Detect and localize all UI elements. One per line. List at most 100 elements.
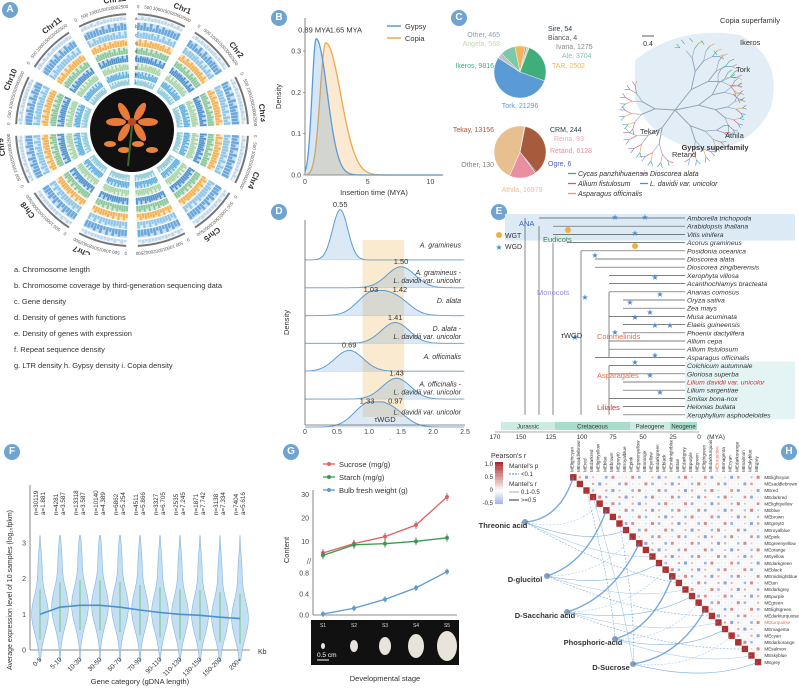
track-bar (39, 99, 45, 104)
track-bar (43, 70, 50, 76)
track-bar (151, 28, 156, 33)
species-label: Phoenix dactylifera (687, 330, 745, 337)
track-bar (172, 183, 179, 191)
track-bar (172, 148, 176, 151)
track-bar (64, 159, 72, 165)
module-row-label: MEblack (764, 567, 782, 572)
track-bar (197, 60, 204, 67)
heatmap-square (704, 489, 707, 492)
species-label: Colchicum autumnale (687, 363, 753, 370)
track-bar (175, 169, 183, 176)
track-bar (45, 154, 53, 159)
heatmap-square (677, 568, 681, 571)
tree-branch (724, 132, 729, 138)
species-label: Vitis vinifera (687, 232, 724, 239)
heatmap-cell (602, 506, 610, 514)
n-label: n=30119 (33, 490, 40, 515)
chromosome-tick-label: 500 (251, 142, 257, 151)
y-tick-label: 3 (22, 540, 26, 547)
series-point (414, 539, 418, 544)
track-bar (57, 198, 62, 204)
heatmap-square (683, 574, 688, 578)
heatmap-square (756, 535, 760, 539)
track-bar (216, 164, 224, 170)
track-bar (159, 217, 164, 224)
track-bar (121, 221, 125, 226)
heatmap-square (637, 502, 641, 506)
track-bar (160, 27, 166, 35)
track-bar (193, 47, 199, 53)
track-bar (36, 151, 44, 156)
track-bar (231, 81, 237, 86)
heatmap-cell (609, 513, 617, 521)
track-bar (35, 82, 43, 88)
track-bar (50, 134, 57, 137)
track-bar (50, 114, 58, 118)
module-col-label: MEblue (602, 456, 607, 472)
track-bar (137, 174, 140, 181)
heatmap-square (670, 568, 674, 572)
ks-density-line (305, 290, 464, 317)
track-bar (137, 221, 140, 229)
track-bar (70, 109, 75, 113)
tree-branch (621, 103, 626, 109)
track-bar (56, 65, 63, 72)
heatmap-square (697, 482, 701, 486)
track-bar (101, 164, 105, 168)
track-bar (56, 201, 64, 209)
tree-branch (733, 129, 736, 135)
track-bar (168, 67, 175, 74)
track-bar (175, 140, 181, 143)
track-bar (74, 59, 80, 66)
track-bar (175, 180, 182, 188)
track-bar (214, 55, 219, 60)
track-bar (161, 224, 165, 230)
track-bar (191, 138, 199, 142)
track-bar (177, 168, 181, 172)
track-bar (77, 80, 83, 85)
track-bar (78, 176, 84, 183)
track-bar (81, 135, 88, 138)
track-bar (206, 113, 212, 117)
track-bar (152, 202, 156, 210)
track-bar (191, 136, 196, 139)
wgd-star-icon: ★ (641, 213, 648, 222)
track-bar (136, 31, 140, 39)
track-bar (78, 196, 83, 201)
track-bar (60, 147, 67, 152)
track-bar (113, 187, 117, 195)
chromosome-tick-label: 1000 (43, 216, 54, 227)
heatmap-square (677, 548, 681, 552)
track-bar (113, 23, 118, 32)
track-bar (21, 108, 25, 112)
track-label: A. gramineus (419, 242, 462, 249)
track-bar (86, 192, 91, 199)
track-bar (95, 161, 101, 166)
track-bar (66, 99, 71, 103)
chromosome-tick-label: 1000 (249, 150, 256, 161)
track-bar (156, 167, 161, 173)
track-bar (181, 175, 188, 181)
tree-branch (689, 125, 696, 141)
track-bar (26, 150, 35, 155)
track-bar (197, 216, 202, 221)
mantel-link (524, 477, 574, 523)
track-bar (87, 91, 93, 97)
track-bar (99, 235, 104, 240)
track-bar (67, 111, 75, 115)
track-bar (59, 63, 65, 69)
colorbar-segment (495, 481, 503, 484)
track-bar (215, 117, 220, 121)
tree-branch (661, 109, 676, 129)
lily-bud (132, 141, 144, 147)
x-tick-label: 0 (303, 179, 307, 186)
chromosome-tick-label: 1000 (164, 244, 176, 252)
track-bar (60, 180, 66, 185)
track-bar (114, 81, 118, 88)
track-bar (193, 99, 198, 103)
tree-branch (694, 60, 704, 72)
tree-branch (626, 85, 631, 90)
chromosome-band (78, 232, 127, 247)
tree-branch (702, 148, 707, 157)
